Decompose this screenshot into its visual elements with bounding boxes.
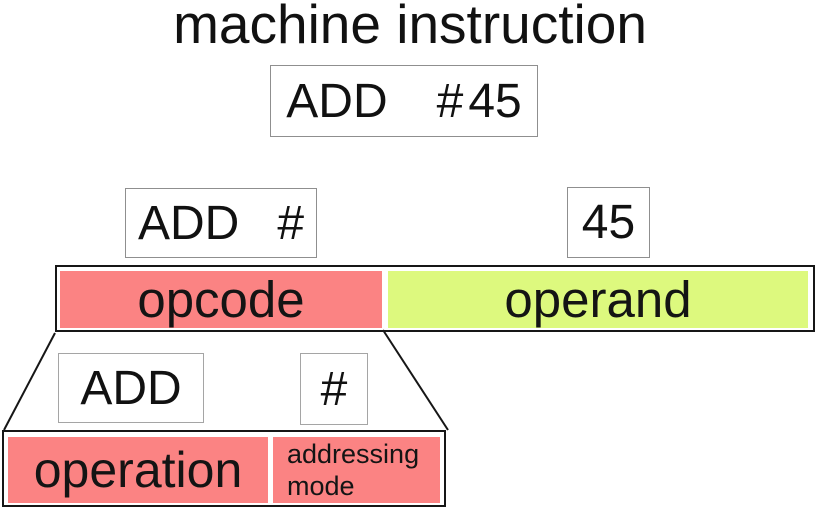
instruction-operation-text: ADD xyxy=(286,74,388,128)
opcode-subfields-row: operation addressing mode xyxy=(2,430,446,507)
opcode-operation-text: ADD xyxy=(137,196,240,250)
instruction-operand-text: 45 xyxy=(468,74,522,128)
opcode-field: opcode xyxy=(60,271,382,328)
operation-value-box: ADD xyxy=(58,353,204,423)
operation-field: operation xyxy=(8,437,268,503)
operand-field: operand xyxy=(388,271,808,328)
addressing-mode-value-text: # xyxy=(320,362,348,416)
addressing-mode-value-box: # xyxy=(300,353,368,425)
instruction-addressing-symbol-text: # xyxy=(436,74,464,128)
addressing-mode-field: addressing mode xyxy=(273,437,440,503)
expansion-line-left xyxy=(3,332,56,431)
instruction-fields-row: opcode operand xyxy=(55,265,815,332)
opcode-addressing-symbol-text: # xyxy=(277,196,305,250)
expansion-line-right xyxy=(382,329,449,431)
operand-value-box: 45 xyxy=(567,187,650,258)
instruction-box: ADD # 45 xyxy=(270,65,538,137)
diagram-title: machine instruction xyxy=(173,0,647,55)
operand-value-text: 45 xyxy=(581,196,636,249)
operation-value-text: ADD xyxy=(80,361,182,415)
opcode-value-box: ADD # xyxy=(125,188,317,258)
